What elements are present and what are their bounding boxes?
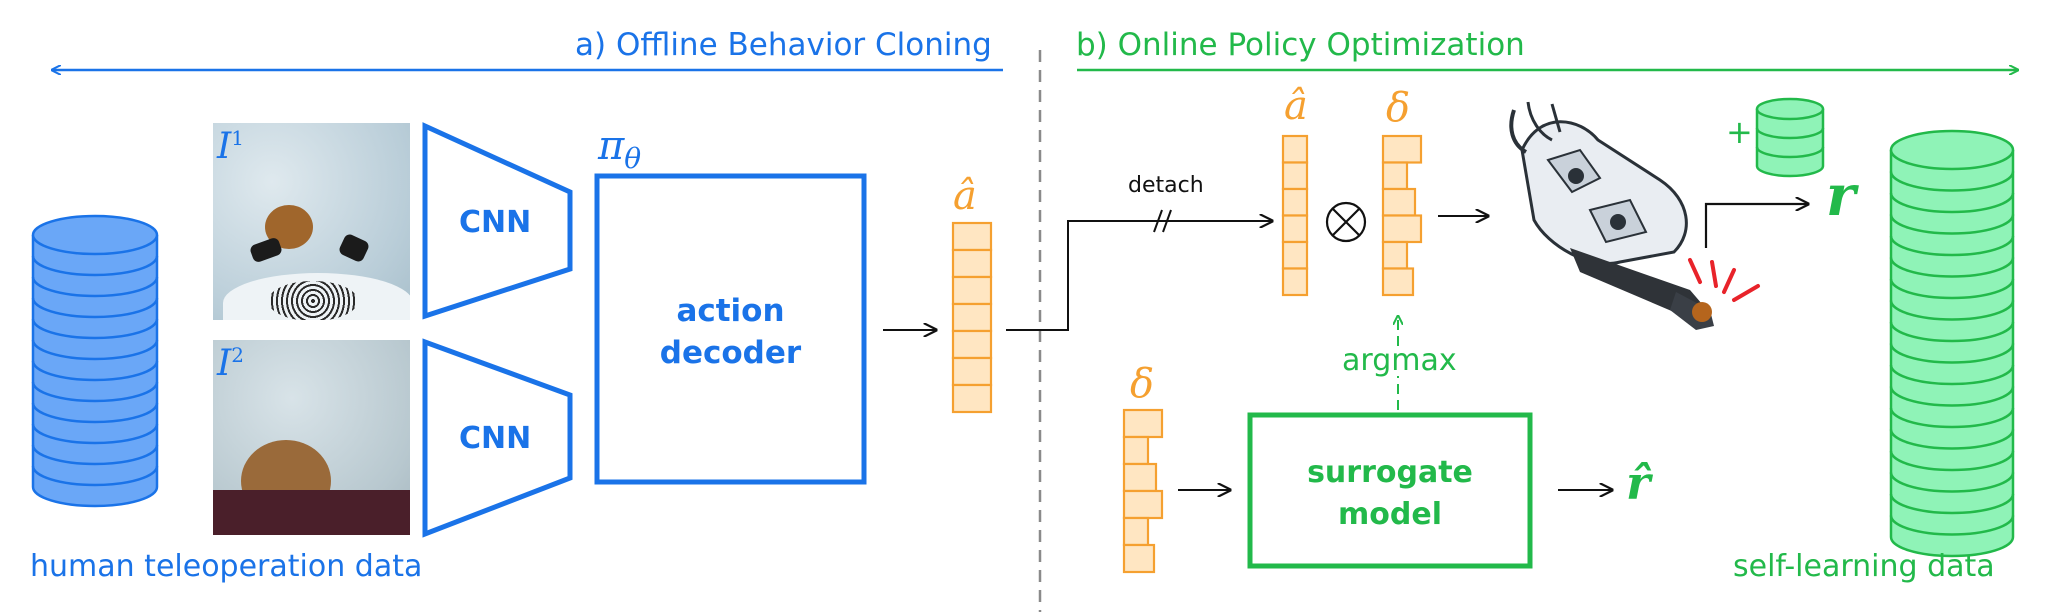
cnn-encoder-1-shape [422, 122, 573, 320]
detach-label: detach [1128, 173, 1204, 198]
detach-break-mark [1162, 209, 1172, 233]
a-hat-symbol-1: â [953, 173, 977, 219]
detached-action-vector [1281, 134, 1309, 297]
action-decoder-box [594, 173, 867, 485]
image-2-label: I2 [217, 343, 244, 384]
delta-symbol-1: δ [1386, 85, 1411, 131]
robot-to-reward-arrow [1704, 204, 1808, 248]
palm-grille [268, 281, 358, 320]
human-data-caption: human teleoperation data [30, 549, 423, 584]
cnn-encoder-2-shape [422, 338, 573, 538]
human-teleoperation-database-icon [31, 214, 159, 508]
predicted-reward-symbol: r̂ [1626, 456, 1651, 510]
robot-hand-illustration [1509, 101, 1760, 330]
plus-sign: + [1726, 113, 1753, 151]
reward-symbol: r [1826, 163, 1856, 229]
self-learning-caption: self-learning data [1733, 549, 1995, 584]
camera-image-2 [213, 340, 410, 535]
action-decoder-label: action decoder [659, 293, 802, 371]
policy-symbol: πθ [598, 123, 642, 175]
elementwise-product-icon [1325, 201, 1367, 243]
gripper-finger [248, 236, 284, 264]
cnn-2-label: CNN [459, 421, 532, 456]
detach-path [1006, 221, 1272, 331]
camera-image-1 [213, 123, 410, 320]
gripper-finger [337, 232, 371, 264]
cnn-1-label: CNN [459, 205, 532, 240]
section-a-title: a) Offline Behavior Cloning [575, 27, 992, 63]
new-data-database-icon [1755, 97, 1825, 178]
predicted-action-vector [951, 221, 993, 414]
elementwise-product-icon [1332, 208, 1360, 236]
section-b-title: b) Online Policy Optimization [1076, 27, 1525, 63]
robot-base [213, 490, 410, 535]
surrogate-model-box [1247, 412, 1533, 569]
detach-break-mark [1153, 209, 1163, 233]
self-learning-database-icon [1889, 129, 2015, 558]
delta-symbol-2: δ [1130, 361, 1155, 407]
argmax-label: argmax [1340, 343, 1459, 378]
surrogate-model-label: surrogate model [1307, 455, 1473, 532]
residual-delta-vector [1381, 134, 1423, 297]
image-1-label: I1 [217, 126, 244, 167]
candidate-delta-vector [1122, 408, 1164, 574]
a-hat-symbol-2: â [1284, 83, 1308, 129]
